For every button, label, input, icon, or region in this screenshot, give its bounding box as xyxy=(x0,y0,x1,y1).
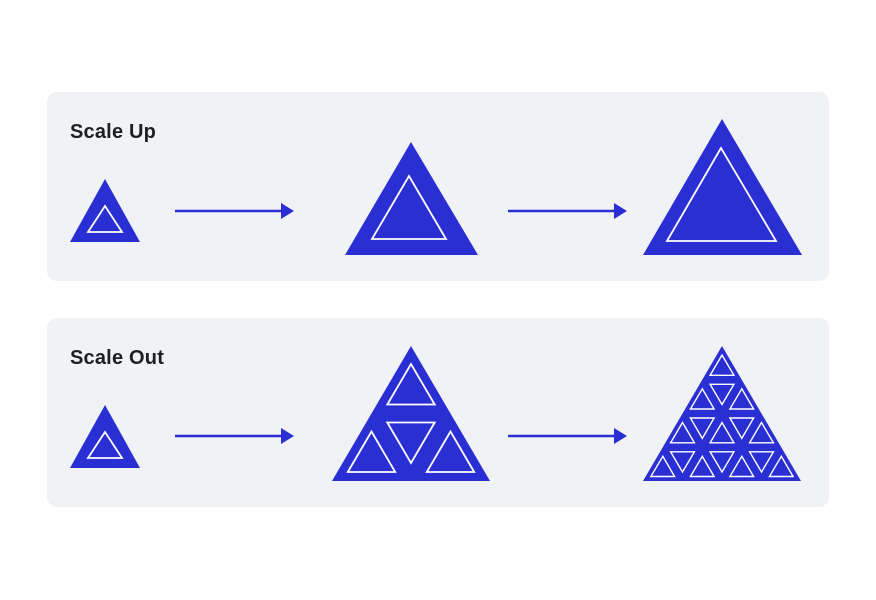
scale-out-16-triangle-grid xyxy=(643,346,801,481)
grid4-cell-3 xyxy=(425,429,476,473)
scale-out-title: Scale Out xyxy=(70,347,165,369)
grid16-cell-1 xyxy=(708,353,736,376)
scale-out-panel: Scale Out xyxy=(47,318,829,507)
grid16-cell-16 xyxy=(748,451,775,474)
scale-up-arrow-2 xyxy=(508,203,627,219)
scale-up-medium-triangle xyxy=(345,142,478,255)
scale-out-arrow-2 xyxy=(508,428,627,444)
grid4-outer-triangle xyxy=(332,346,490,481)
grid4-cell-2 xyxy=(346,429,397,473)
grid16-cell-9 xyxy=(728,417,755,440)
scale-up-panel: Scale Up xyxy=(47,92,829,281)
grid16-cell-2 xyxy=(689,387,716,410)
grid16-cell-8 xyxy=(689,417,716,440)
scale-up-arrow-1 xyxy=(175,203,294,219)
scale-up-large-triangle xyxy=(643,119,802,255)
grid16-cell-5 xyxy=(669,421,696,444)
scale-up-title: Scale Up xyxy=(70,121,157,143)
scale-out-diagram xyxy=(70,346,801,481)
grid16-cell-15 xyxy=(708,451,736,474)
grid16-outer-triangle xyxy=(643,346,801,481)
grid4-cell-1 xyxy=(385,362,437,406)
scale-out-arrow-1 xyxy=(175,428,294,444)
grid4-cell-4 xyxy=(385,421,437,465)
scale-out-small-triangle xyxy=(70,405,140,468)
grid16-cell-12 xyxy=(728,454,755,478)
grid16-cell-7 xyxy=(748,421,775,444)
grid16-cell-14 xyxy=(669,451,696,474)
scale-up-diagram xyxy=(70,119,802,255)
grid16-cell-4 xyxy=(708,383,736,406)
grid16-cell-13 xyxy=(768,454,795,478)
scale-up-small-triangle xyxy=(70,179,140,242)
grid16-cell-11 xyxy=(689,454,716,478)
scale-out-4-triangle-grid xyxy=(332,346,490,481)
grid16-cell-3 xyxy=(728,387,755,410)
grid16-cell-10 xyxy=(649,454,676,478)
grid16-cell-6 xyxy=(708,421,736,444)
